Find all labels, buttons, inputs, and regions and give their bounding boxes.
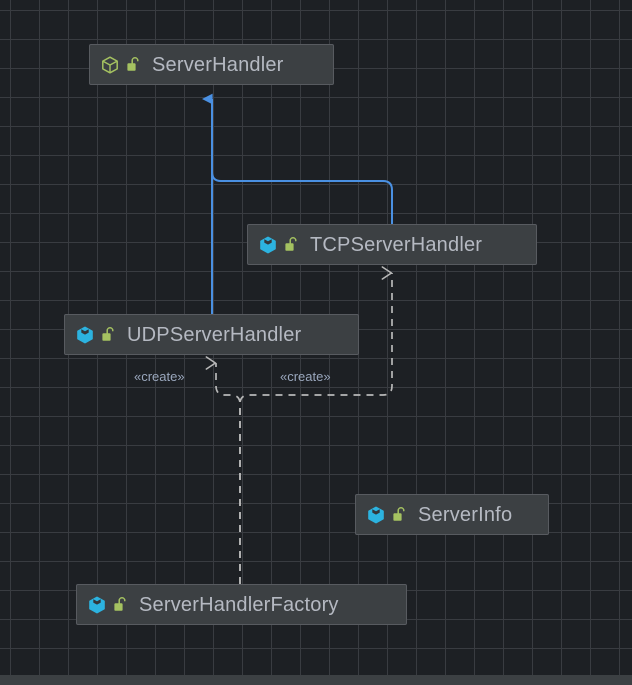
unlocked-padlock-icon [113,596,128,613]
node-label: ServerInfo [418,503,513,526]
class-cube-icon [258,235,278,255]
class-cube-icon [75,325,95,345]
node-icon-group [75,325,116,345]
class-cube-icon [87,595,107,615]
edge-factory-creates-udp[interactable] [205,356,241,584]
node-label: ServerHandlerFactory [139,593,339,616]
interface-cube-icon [100,55,120,75]
unlocked-padlock-icon [126,56,141,73]
node-server-info[interactable]: ServerInfo [355,494,549,535]
class-cube-icon [366,505,386,525]
node-server-handler[interactable]: ServerHandler [89,44,334,85]
edge-tcp-implements-serverhandler[interactable] [211,120,393,224]
node-label: TCPServerHandler [310,233,483,256]
node-tcp-server-handler[interactable]: TCPServerHandler [247,224,537,265]
unlocked-padlock-icon [101,326,116,343]
node-icon-group [87,595,128,615]
node-server-handler-factory[interactable]: ServerHandlerFactory [76,584,407,625]
node-icon-group [366,505,407,525]
node-icon-group [258,235,299,255]
node-udp-server-handler[interactable]: UDPServerHandler [64,314,359,355]
edge-label-create-tcp: «create» [280,369,331,384]
node-label: UDPServerHandler [127,323,302,346]
unlocked-padlock-icon [284,236,299,253]
unlocked-padlock-icon [392,506,407,523]
canvas-bottom-strip [0,675,632,685]
edge-label-create-udp: «create» [134,369,185,384]
node-icon-group [100,55,141,75]
node-label: ServerHandler [152,53,284,76]
